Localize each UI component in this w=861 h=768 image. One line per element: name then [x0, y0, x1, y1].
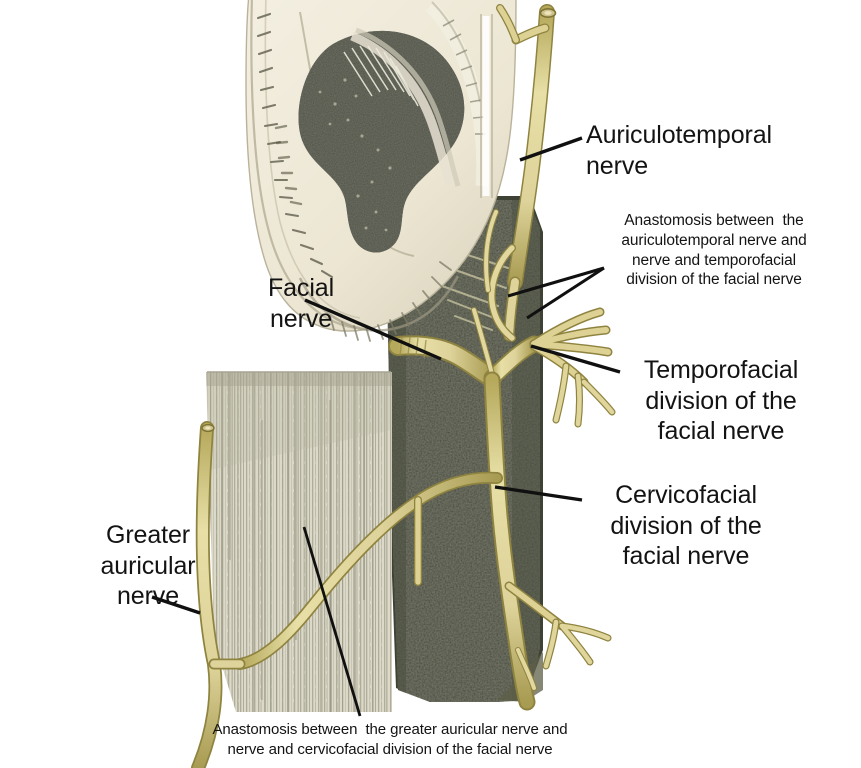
leader-temporofacial	[530, 344, 621, 374]
leader-lines	[151, 136, 621, 717]
leader-anastomosis-top-b	[526, 266, 605, 320]
label-auriculotemporal-nerve: Auriculotemporal nerve	[586, 121, 772, 180]
leader-greater-auricular	[151, 595, 201, 615]
anastomotic-branch-upper	[483, 209, 516, 342]
label-greater-auricular-nerve: Greater auricular nerve	[100, 521, 196, 610]
label-facial-nerve: Facial nerve	[267, 274, 335, 333]
label-temporofacial-division: Temporofacial division of the facial ner…	[643, 356, 799, 445]
leader-anastomosis-bottom	[302, 526, 362, 717]
auricle-ear	[245, 0, 517, 342]
leader-anastomosis-top-a	[507, 266, 605, 298]
leader-auriculotemporal	[519, 136, 583, 162]
label-cervicofacial-division: Cervicofacial division of the facial ner…	[610, 481, 762, 570]
cervicofacial-division	[483, 371, 612, 711]
leader-facial	[304, 298, 442, 361]
greater-auricular-nerve	[191, 421, 246, 768]
label-anastomosis-greater-auricular-cervicofacial: Anastomosis between the greater auricula…	[212, 721, 568, 758]
label-anastomosis-auriculotemporal-temporofacial: Anastomosis between the auriculotemporal…	[621, 212, 807, 289]
anastomotic-branch-lower	[234, 471, 503, 670]
leader-cervicofacial	[494, 485, 583, 502]
